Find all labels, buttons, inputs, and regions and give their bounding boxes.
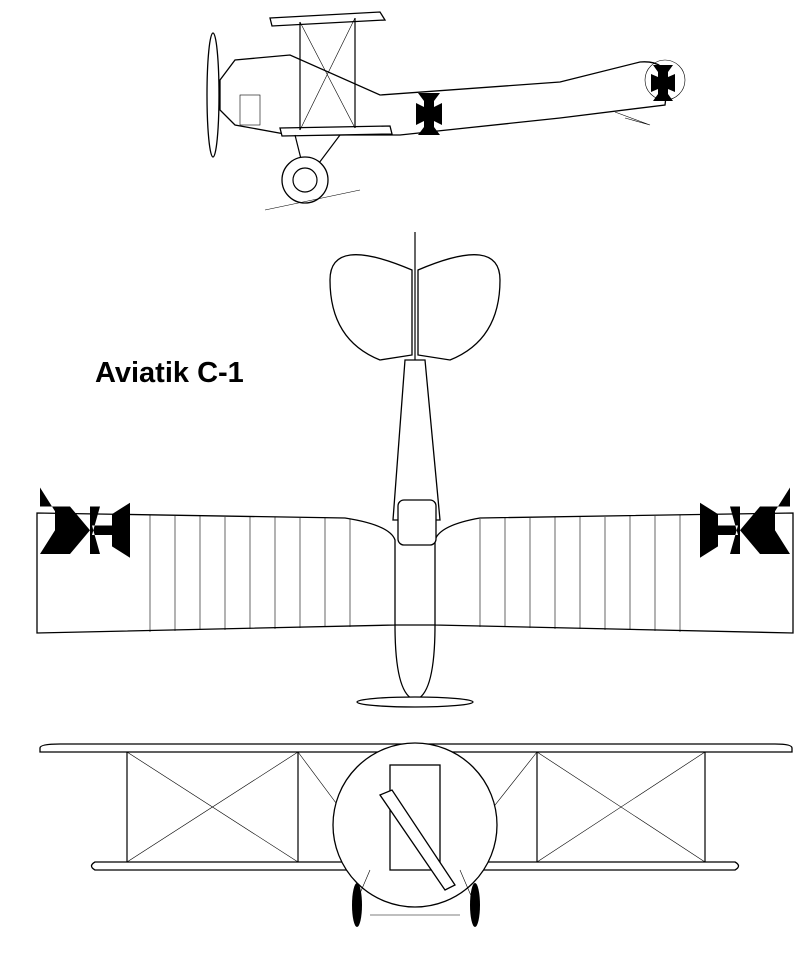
top-view	[36, 232, 794, 708]
propeller-blade-front	[379, 789, 456, 891]
iron-cross-right-wing	[700, 487, 790, 558]
drawing-title: Aviatik C-1	[95, 357, 244, 389]
propeller-top	[356, 696, 474, 708]
right-wheel-front	[470, 883, 480, 927]
side-view	[206, 11, 686, 211]
iron-cross-fuselage	[416, 93, 442, 135]
iron-cross-left-wing	[40, 487, 130, 558]
right-tailplane	[417, 254, 501, 361]
propeller-side	[206, 32, 220, 158]
left-wheel-front	[352, 883, 362, 927]
nose-top	[394, 624, 436, 701]
iron-cross-rudder	[651, 65, 675, 101]
upper-wing-side	[269, 11, 387, 27]
lower-wing-side	[279, 125, 393, 137]
cockpit	[397, 499, 437, 546]
front-view	[39, 742, 793, 927]
fuselage-top	[392, 359, 441, 521]
fuselage-side	[219, 54, 669, 136]
left-tailplane	[329, 254, 413, 361]
wheel-side	[281, 156, 329, 204]
